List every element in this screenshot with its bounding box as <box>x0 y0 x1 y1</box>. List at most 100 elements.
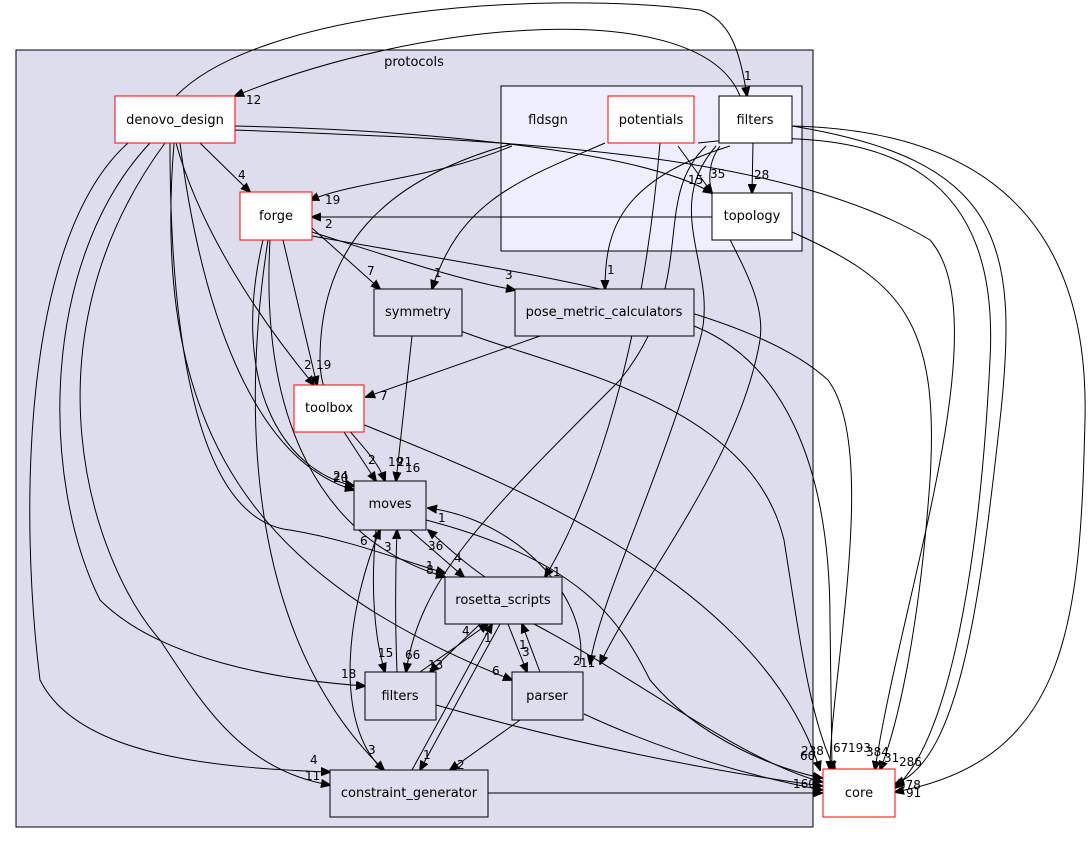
edge-label: 31 <box>884 751 899 765</box>
edge <box>583 713 822 790</box>
edge-label: 13 <box>428 658 443 672</box>
edge <box>343 431 376 481</box>
edge-label: 238 <box>801 744 824 758</box>
edge <box>791 231 932 770</box>
edge-label: 67 <box>833 741 848 755</box>
node-moves-label: moves <box>368 497 411 512</box>
edge-label: 2 <box>368 453 376 467</box>
node-symmetry[interactable]: symmetry <box>373 288 463 337</box>
node-fldsgn-filters-label: filters <box>736 113 773 128</box>
node-fldsgn-filters[interactable]: filters <box>718 95 793 144</box>
edge <box>234 125 712 193</box>
node-rosetta-scripts-label: rosetta_scripts <box>455 593 551 608</box>
edge <box>175 2 747 96</box>
node-denovo-design-label: denovo_design <box>126 113 224 128</box>
edge-label: 11 <box>580 656 595 670</box>
node-forge[interactable]: forge <box>239 191 313 241</box>
edge <box>752 142 753 193</box>
edge-label: 4 <box>462 624 470 638</box>
edge <box>254 239 384 770</box>
edge-label: 3 <box>505 268 513 282</box>
node-pose-metric-calculators-label: pose_metric_calculators <box>526 305 683 320</box>
edge <box>396 530 398 673</box>
edge <box>169 142 445 573</box>
edge <box>361 423 820 770</box>
node-rosetta-scripts[interactable]: rosetta_scripts <box>444 576 563 625</box>
edge <box>79 142 330 785</box>
edge <box>199 142 250 192</box>
edge-label: 286 <box>899 755 922 769</box>
edge <box>179 142 354 490</box>
edge <box>29 142 330 772</box>
edge <box>450 719 521 770</box>
edge-label: 4 <box>454 551 462 565</box>
edge-label: 91 <box>906 786 921 800</box>
edge <box>677 145 712 193</box>
edge-label: 12 <box>246 93 261 107</box>
edge-label: 160 <box>793 777 816 791</box>
edge <box>311 235 853 770</box>
edge-label: 1 <box>426 559 434 573</box>
edge <box>693 325 832 770</box>
edge <box>268 239 445 577</box>
cluster-fldsgn-label: fldsgn <box>528 113 568 128</box>
node-constraint-generator-label: constraint_generator <box>341 786 478 801</box>
edge-label: 2 <box>304 358 312 372</box>
edge <box>428 508 582 665</box>
edge-label: 1 <box>423 748 431 762</box>
edge-label: 28 <box>754 168 769 182</box>
edge-label: 66 <box>405 648 420 662</box>
edge <box>396 335 413 481</box>
node-core-label: core <box>845 786 873 801</box>
edge-label: 1 <box>607 263 615 277</box>
node-filters[interactable]: filters <box>364 671 437 721</box>
edge-label: 3 <box>368 743 376 757</box>
edge <box>175 142 314 385</box>
node-parser[interactable]: parser <box>511 671 584 721</box>
edge-label: 60 <box>800 749 815 763</box>
node-denovo-design[interactable]: denovo_design <box>114 95 236 144</box>
cluster-protocols-label: protocols <box>384 55 444 70</box>
edge <box>428 530 486 578</box>
node-moves[interactable]: moves <box>353 480 427 531</box>
edge-label: 36 <box>428 539 443 553</box>
edge <box>430 623 481 672</box>
edge-label: 1 <box>744 69 752 83</box>
edge-label: 1 <box>434 266 442 280</box>
edge <box>170 142 512 680</box>
edge-label: 7 <box>380 389 388 403</box>
edge-label: 1 <box>484 631 492 645</box>
edge-label: 378 <box>898 778 921 792</box>
edge-label: 6 <box>492 664 500 678</box>
edge <box>457 329 835 770</box>
node-pose-metric-calculators[interactable]: pose_metric_calculators <box>514 288 695 337</box>
edge <box>406 145 707 672</box>
edge-label: 1 <box>438 511 446 525</box>
edge-label: 2 <box>325 217 333 231</box>
edge <box>697 137 992 788</box>
edge <box>791 125 1007 784</box>
node-core[interactable]: core <box>822 768 896 818</box>
edge-label: 11 <box>305 769 320 783</box>
edge <box>349 530 384 771</box>
edge-label: 24 <box>333 469 348 483</box>
edge <box>605 145 731 289</box>
node-toolbox[interactable]: toolbox <box>293 384 365 433</box>
edge <box>282 239 317 385</box>
edge <box>252 239 354 486</box>
edge-label: 2 <box>573 654 581 668</box>
node-topology[interactable]: topology <box>711 192 793 241</box>
node-constraint-generator[interactable]: constraint_generator <box>329 769 489 818</box>
edge <box>409 529 464 577</box>
node-parser-label: parser <box>526 689 568 704</box>
edge <box>235 28 741 96</box>
edge-label: 4 <box>238 168 246 182</box>
edge-label: 21 <box>397 455 412 469</box>
edge-label: 4 <box>310 753 318 767</box>
node-potentials[interactable]: potentials <box>607 95 695 144</box>
edge-label: 384 <box>866 745 889 759</box>
edge <box>419 624 488 673</box>
edge-label: 16 <box>405 461 420 475</box>
edge <box>522 624 541 673</box>
